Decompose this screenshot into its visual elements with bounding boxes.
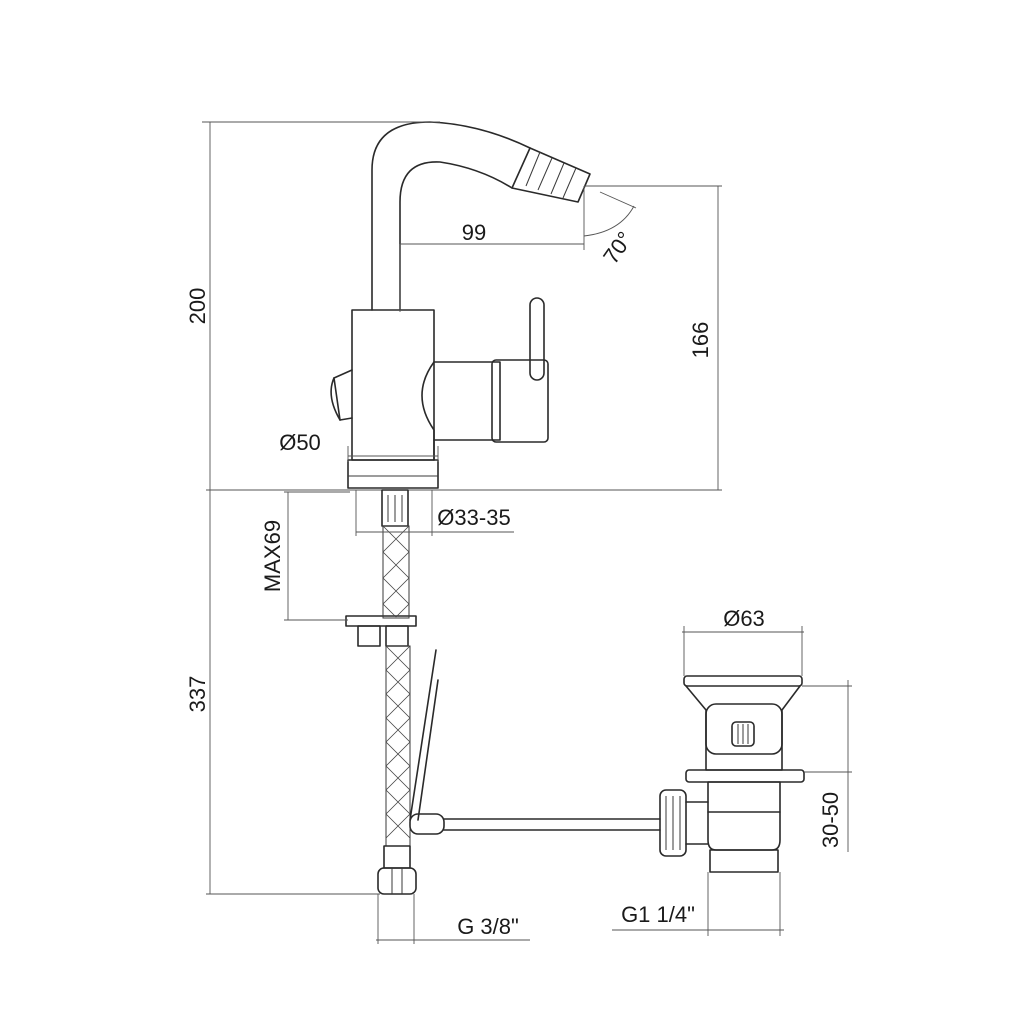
label-inlet-thread: G 3/8" xyxy=(457,914,519,939)
label-body-diameter: Ø50 xyxy=(279,430,321,455)
label-spout-reach: 99 xyxy=(462,220,486,245)
diverter-knob xyxy=(330,369,353,421)
popup-waste xyxy=(659,675,805,873)
label-waste-diameter: Ø63 xyxy=(723,606,765,631)
aerator-nozzle xyxy=(511,147,591,203)
flexible-hose xyxy=(377,525,417,895)
mounting-shank xyxy=(345,489,417,647)
label-spout-height: 166 xyxy=(688,322,713,359)
faucet-spout xyxy=(371,121,591,311)
label-total-height: 200 xyxy=(185,288,210,325)
faucet-body xyxy=(330,297,549,489)
label-hole-diameter: Ø33-35 xyxy=(437,505,510,530)
label-max-deck-thickness: MAX69 xyxy=(260,520,285,592)
label-waste-thread: G1 1/4" xyxy=(621,902,695,927)
dimension-lines xyxy=(202,121,852,944)
label-waste-adjust: 30-50 xyxy=(818,792,843,848)
label-spout-angle: 70° xyxy=(598,227,638,269)
label-hose-length: 337 xyxy=(185,676,210,713)
lever-handle xyxy=(529,297,545,381)
popup-rod xyxy=(409,649,661,835)
